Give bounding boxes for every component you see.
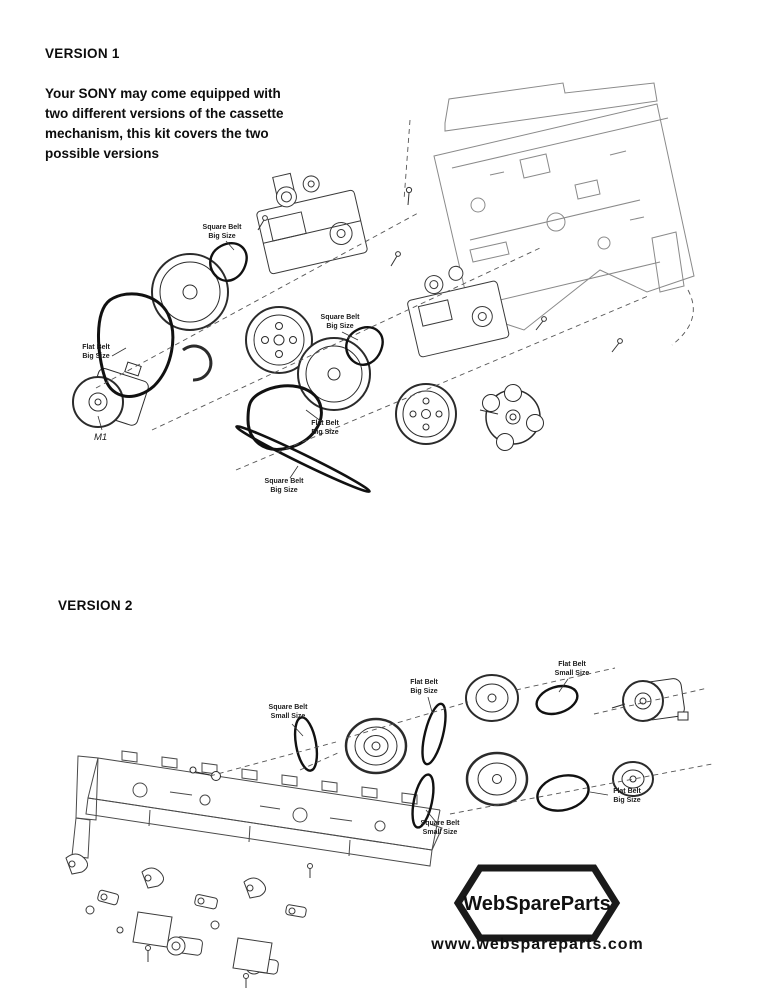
v1-label-square-belt-big-1: Square Belt Big Size	[202, 224, 242, 240]
v1-lobed-rotor	[479, 384, 544, 451]
v2-label-flat-belt-big-top: Flat Belt Big Size	[410, 679, 438, 695]
v1-screws	[257, 186, 623, 353]
v1-motor	[72, 361, 149, 428]
version2-heading: VERSION 2	[58, 598, 133, 613]
version1-heading: VERSION 1	[45, 46, 120, 61]
webspareparts-brand-text: WebSpareParts	[463, 893, 611, 915]
version1-description: Your SONY may come equipped with two dif…	[45, 86, 284, 161]
v1-flywheel-4	[395, 383, 457, 445]
v2-screw-head	[189, 766, 197, 774]
v2-flat-belt-big-top-outline	[421, 702, 447, 766]
v1-mechanism-block-a	[256, 172, 368, 275]
webspareparts-website-text: www.webspareparts.com	[431, 936, 644, 953]
v2-label-square-belt-small-bottom: Square Belt Small Size	[420, 820, 460, 836]
v1-flywheel-1	[151, 253, 229, 331]
v1-flywheel-2	[245, 306, 313, 374]
v1-square-belt-big-2-outline	[345, 325, 384, 366]
v2-pulleys-and-motor	[189, 674, 689, 807]
v1-axis-lines	[95, 119, 694, 471]
v1-square-belt-big-3-outline	[235, 425, 371, 493]
v2-flywheel	[344, 717, 408, 775]
v1-clamp-sleeve	[182, 344, 213, 382]
v2-label-flat-belt-big-right: Flat Belt Big Size	[613, 788, 641, 804]
v2-label-leaders	[291, 678, 609, 823]
v2-motor	[611, 678, 689, 722]
v1-flat-belt-big-left-outline	[97, 292, 175, 398]
v1-square-belt-big-1-outline	[209, 241, 248, 282]
v2-under-chassis-parts	[65, 853, 313, 988]
v2-washer	[211, 771, 221, 781]
v1-label-flat-belt-big-mid: Flat Belt Big Size	[311, 420, 339, 436]
v2-belts	[293, 684, 590, 829]
v2-square-belt-small-left-outline	[293, 716, 319, 772]
v2-label-flat-belt-small: Flat Belt Small Size	[554, 661, 590, 677]
v2-pulley-small-right	[612, 761, 654, 797]
v1-label-square-belt-big-3: Square Belt Big Size	[264, 478, 304, 494]
v1-mechanism-block-b	[407, 265, 510, 358]
v2-label-square-belt-small-left: Square Belt Small Size	[268, 704, 308, 720]
v1-flywheels	[151, 253, 544, 451]
v2-axis-lines	[209, 667, 713, 815]
v1-label-flat-belt-big-left: Flat Belt Big Size	[82, 344, 110, 360]
v2-pulley-lower-big	[465, 751, 529, 807]
v1-flywheel-3	[297, 337, 371, 411]
v2-flat-belt-small-outline	[535, 684, 579, 716]
v1-label-square-belt-big-2: Square Belt Big Size	[320, 314, 360, 330]
v1-label-leaders	[97, 240, 359, 479]
v2-square-belt-small-bottom-outline	[411, 773, 435, 829]
v1-label-motor-m1: M1	[94, 432, 108, 443]
webspareparts-logo-hexagon-icon	[453, 864, 621, 942]
v2-flat-belt-big-right-outline	[536, 774, 590, 812]
v2-pulley-upper	[465, 674, 519, 722]
